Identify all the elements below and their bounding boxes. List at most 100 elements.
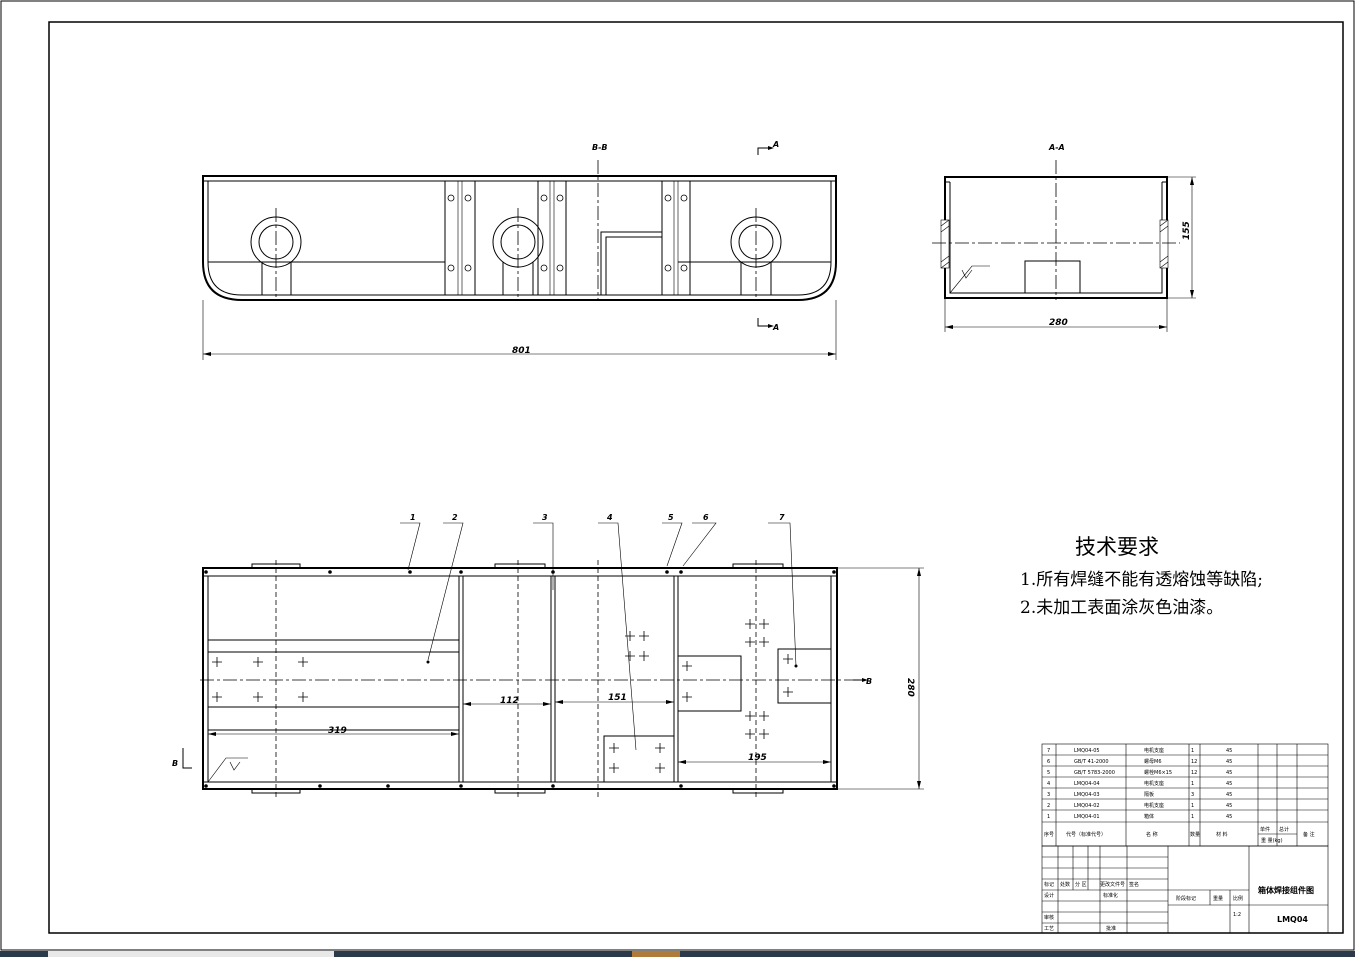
tb-stage-mark: 阶段标记 bbox=[1176, 895, 1196, 902]
front-section-view: B-B A A bbox=[202, 140, 837, 360]
bom-cell-code: LMQ04-05 bbox=[1074, 748, 1100, 754]
bom-cell-qty: 1 bbox=[1191, 748, 1194, 754]
bom-cell-no: 4 bbox=[1047, 781, 1050, 787]
title-block-text: 标记 处数 分 区 更改文件号 签名 设计 标准化 审核 工艺 批准 阶段标记 … bbox=[1044, 881, 1314, 932]
taskbar-window-button[interactable] bbox=[48, 951, 334, 957]
side-section-view: A-A 155 280 bbox=[932, 143, 1196, 332]
bom-cell-name: 箱体 bbox=[1144, 813, 1154, 820]
tb-drawing-number: LMQ04 bbox=[1277, 915, 1308, 924]
bom-cell-qty: 1 bbox=[1191, 803, 1194, 809]
tb-review: 审核 bbox=[1044, 914, 1054, 921]
cut-marker-b-left: B bbox=[172, 759, 178, 768]
bom-cell-code: LMQ04-02 bbox=[1074, 803, 1100, 809]
bom-cell-qty: 1 bbox=[1191, 781, 1194, 787]
tb-mark: 标记 bbox=[1044, 881, 1054, 888]
tb-zone: 分 区 bbox=[1075, 881, 1087, 888]
sheet-inner-frame bbox=[48, 21, 1344, 934]
tb-approve: 批准 bbox=[1106, 925, 1116, 932]
tb-ratio: 比例 bbox=[1233, 895, 1243, 902]
cut-marker-a-bottom: A bbox=[772, 323, 779, 332]
tb-count: 处数 bbox=[1060, 881, 1070, 888]
bom-cell-no: 1 bbox=[1047, 814, 1050, 820]
tb-sign: 签名 bbox=[1129, 881, 1139, 888]
dim-112: 112 bbox=[500, 696, 519, 706]
cut-marker-b-right: B bbox=[866, 677, 872, 686]
bom-cell-name: 螺栓M6×15 bbox=[1144, 769, 1172, 776]
taskbar bbox=[0, 951, 1355, 957]
bom-cell-name: 电机支座 bbox=[1144, 802, 1164, 809]
tech-requirement-2: 2.未加工表面涂灰色油漆。 bbox=[1020, 598, 1223, 618]
plan-view: B B 280 319 112 151 195 1 2 3 bbox=[172, 513, 924, 800]
tb-drawing-title: 箱体焊接组件图 bbox=[1258, 885, 1314, 895]
tech-requirements-title: 技术要求 bbox=[1075, 535, 1159, 559]
technical-requirements: 技术要求 1.所有焊缝不能有透熔蚀等缺陷; 2.未加工表面涂灰色油漆。 bbox=[1020, 535, 1263, 618]
bom-header-no: 序号 bbox=[1044, 831, 1054, 838]
bom-cell-no: 5 bbox=[1047, 770, 1050, 776]
bom-cell-material: 45 bbox=[1226, 759, 1232, 765]
bom-cell-no: 7 bbox=[1047, 748, 1050, 754]
tb-scale: 1:2 bbox=[1233, 912, 1241, 918]
balloon-4: 4 bbox=[606, 513, 613, 522]
balloon-3: 3 bbox=[542, 513, 548, 522]
taskbar-app-button[interactable] bbox=[632, 951, 680, 957]
bom-header-total: 总计 bbox=[1279, 826, 1289, 833]
balloon-5: 5 bbox=[668, 513, 674, 522]
bom-cell-code: GB/T 41-2000 bbox=[1074, 759, 1109, 765]
bom-table bbox=[1041, 743, 1329, 847]
bom-cell-qty: 12 bbox=[1191, 759, 1197, 765]
tb-process: 工艺 bbox=[1044, 926, 1054, 932]
front-view-label: B-B bbox=[592, 143, 608, 152]
balloon-2: 2 bbox=[452, 513, 458, 522]
bom-cell-material: 45 bbox=[1226, 803, 1232, 809]
bom-cell-no: 2 bbox=[1047, 803, 1050, 809]
bom-cell-material: 45 bbox=[1226, 781, 1232, 787]
balloon-6: 6 bbox=[703, 513, 709, 522]
bom-cell-material: 45 bbox=[1226, 770, 1232, 776]
bom-cell-name: 隔板 bbox=[1144, 791, 1154, 798]
tb-standardize: 标准化 bbox=[1103, 892, 1118, 899]
bom-cell-code: LMQ04-03 bbox=[1074, 792, 1100, 798]
bom-header: 序号 代号（标准代号） 名 称 数量 材 料 单件 总计 重 量(kg) 备 注 bbox=[1044, 826, 1315, 844]
dim-plan-width: 280 bbox=[905, 678, 915, 697]
bom-header-remark: 备 注 bbox=[1303, 831, 1315, 838]
bom-cell-code: LMQ04-04 bbox=[1074, 781, 1100, 787]
tb-weight: 重量 bbox=[1213, 895, 1223, 902]
dim-195: 195 bbox=[748, 753, 767, 763]
bom-cell-name: 电机支座 bbox=[1144, 780, 1164, 787]
bom-cell-no: 6 bbox=[1047, 759, 1050, 765]
tb-change-doc: 更改文件号 bbox=[1100, 881, 1125, 888]
balloon-7: 7 bbox=[779, 513, 785, 522]
bom-cell-code: LMQ04-01 bbox=[1074, 814, 1100, 820]
balloon-1: 1 bbox=[410, 513, 416, 522]
bom-cell-qty: 3 bbox=[1191, 792, 1194, 798]
dim-side-height: 155 bbox=[1182, 221, 1192, 240]
tech-requirement-1: 1.所有焊缝不能有透熔蚀等缺陷; bbox=[1020, 570, 1263, 590]
side-view-label: A-A bbox=[1048, 143, 1065, 152]
bom-cell-code: GB/T 5783-2000 bbox=[1074, 770, 1115, 776]
bom-header-weight: 重 量(kg) bbox=[1261, 837, 1283, 844]
part-balloons: 1 2 3 4 5 6 7 bbox=[400, 513, 797, 751]
title-block bbox=[1041, 845, 1329, 934]
bom-cell-qty: 1 bbox=[1191, 814, 1194, 820]
bom-cell-qty: 12 bbox=[1191, 770, 1197, 776]
tb-design: 设计 bbox=[1044, 892, 1054, 899]
bom-cell-name: 螺母M6 bbox=[1144, 758, 1162, 765]
bom-header-code: 代号（标准代号） bbox=[1066, 831, 1106, 838]
bom-header-qty: 数量 bbox=[1190, 831, 1200, 838]
bom-cell-material: 45 bbox=[1226, 748, 1232, 754]
bom-header-material: 材 料 bbox=[1216, 831, 1228, 838]
bom-cell-no: 3 bbox=[1047, 792, 1050, 798]
bom-cell-name: 电机支座 bbox=[1144, 747, 1164, 754]
dim-side-width: 280 bbox=[1049, 318, 1068, 328]
bom-cell-material: 45 bbox=[1226, 814, 1232, 820]
bom-header-unit: 单件 bbox=[1260, 826, 1270, 833]
cut-marker-a-top: A bbox=[772, 140, 779, 149]
dim-overall-length: 801 bbox=[512, 346, 531, 356]
dim-151: 151 bbox=[608, 693, 627, 703]
dim-319: 319 bbox=[328, 726, 347, 736]
bom-header-name: 名 称 bbox=[1146, 831, 1158, 838]
bom-cell-material: 45 bbox=[1226, 792, 1232, 798]
